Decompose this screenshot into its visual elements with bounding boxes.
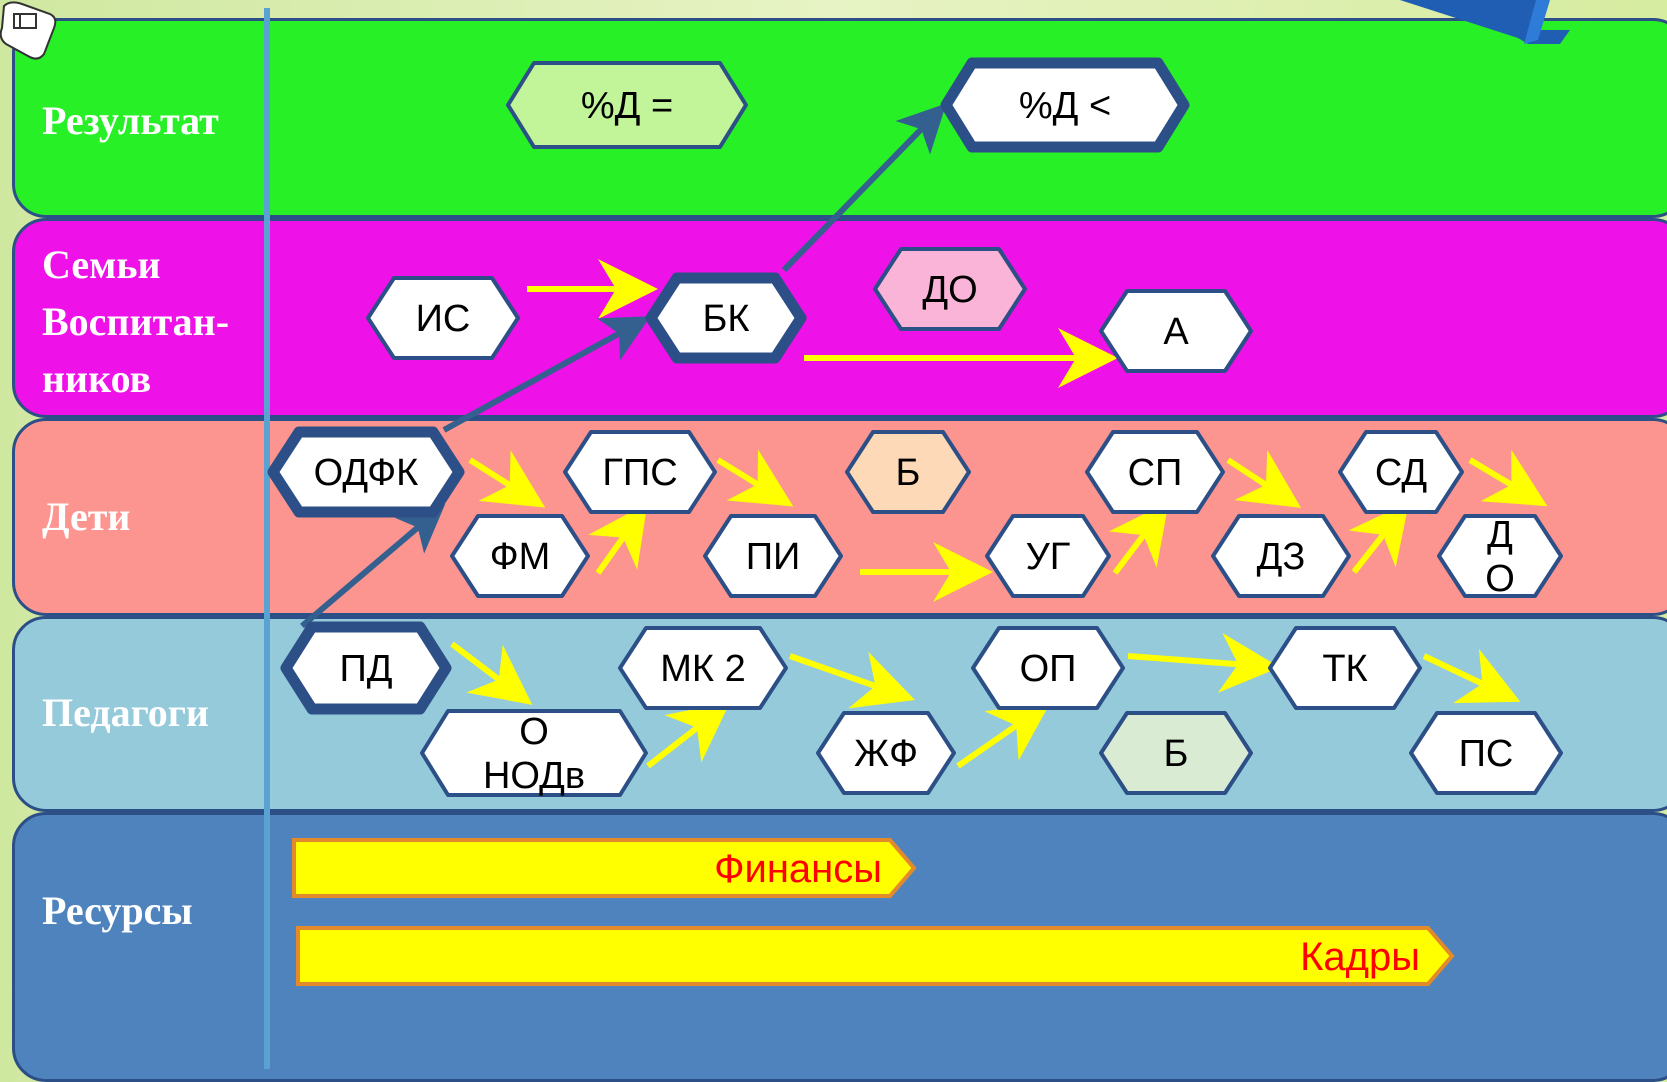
scroll-map-icon[interactable] [0, 0, 60, 62]
yellow-arrow [956, 701, 1051, 769]
band-families [12, 218, 1667, 418]
band-result [12, 18, 1667, 218]
node-b1: Б [845, 430, 971, 514]
blue-arrow-bk-result [781, 103, 947, 273]
yellow-arrow [646, 701, 731, 769]
yellow-arrow [1348, 501, 1410, 574]
node-label-odfk: ОДФК [314, 452, 419, 494]
node-label-sd: СД [1375, 452, 1428, 494]
yellow-arrow [1127, 632, 1280, 693]
node-label-mk2: МК 2 [660, 648, 745, 690]
node-label-dz: ДЗ [1257, 536, 1306, 578]
yellow-arrow [1226, 449, 1302, 508]
node-label-onodv: НОДв [483, 755, 585, 797]
yellow-arrow [588, 503, 648, 575]
band-label-result: Результат [42, 98, 219, 143]
node-label-do2: О [1485, 558, 1515, 600]
node-pd: ПД [280, 621, 452, 715]
yellow-arrow [450, 641, 533, 705]
band-label-teachers: Педагоги [42, 690, 209, 735]
node-label-b2: Б [1164, 733, 1189, 775]
band-label-resources: Ресурсы [42, 888, 193, 933]
node-b2: Б [1099, 711, 1253, 795]
node-label-sp: СП [1128, 452, 1183, 494]
node-label-pd_eq: %Д = [581, 85, 673, 127]
node-label-do2: Д [1487, 514, 1513, 556]
node-ug: УГ [985, 514, 1111, 598]
yellow-arrow [716, 449, 794, 507]
node-label-a: А [1163, 311, 1189, 353]
node-label-gps: ГПС [602, 452, 677, 494]
node-label-ps: ПС [1459, 733, 1514, 775]
node-label-tk: ТК [1322, 648, 1367, 690]
node-fm: ФМ [450, 514, 590, 598]
node-bk: БК [645, 272, 807, 364]
node-label-b1: Б [896, 452, 921, 494]
node-do2: ДО [1437, 514, 1563, 600]
yellow-arrow [1422, 648, 1521, 704]
node-label-is: ИС [416, 298, 471, 340]
node-pd_lt: %Д < [940, 57, 1190, 153]
bar-finance [292, 838, 917, 898]
node-label-pi: ПИ [746, 536, 801, 578]
node-tk: ТК [1268, 626, 1422, 710]
node-zhf: ЖФ [816, 711, 956, 795]
band-label-children: Дети [42, 494, 131, 539]
node-label-zhf: ЖФ [854, 733, 918, 775]
bar-staff [296, 926, 1455, 986]
node-is: ИС [366, 276, 520, 360]
node-label-onodv: О [519, 711, 549, 753]
node-dz: ДЗ [1211, 514, 1351, 598]
node-label-do1: ДО [922, 269, 977, 311]
yellow-arrow [1468, 449, 1548, 507]
node-label-bk: БК [702, 298, 749, 340]
blue-arrow-odfk-bk [442, 316, 651, 433]
yellow-arrow [789, 651, 915, 709]
node-label-pd: ПД [339, 648, 392, 690]
node-sd: СД [1338, 430, 1464, 514]
next-arrow-icon[interactable] [1400, 0, 1667, 48]
bar-label-finance: Финансы [714, 847, 882, 891]
node-mk2: МК 2 [618, 626, 788, 710]
node-sp: СП [1085, 430, 1225, 514]
node-label-pd_lt: %Д < [1019, 85, 1111, 127]
node-pd_eq: %Д = [506, 61, 748, 149]
node-label-op: ОП [1020, 648, 1077, 690]
blue-arrow-pd-odfk [300, 504, 446, 629]
node-gps: ГПС [563, 430, 717, 514]
node-odfk: ОДФК [267, 426, 465, 518]
node-label-fm: ФМ [490, 536, 551, 578]
yellow-arrow [468, 450, 546, 508]
node-label-ug: УГ [1026, 536, 1071, 578]
node-do1: ДО [873, 247, 1027, 331]
yellow-arrow [1108, 501, 1169, 575]
node-op: ОП [971, 626, 1125, 710]
node-pi: ПИ [703, 514, 843, 598]
band-label-families: Семьи Воспитан- ников [42, 242, 230, 401]
node-a: А [1099, 289, 1253, 373]
bar-label-staff: Кадры [1300, 935, 1420, 979]
node-ps: ПС [1409, 711, 1563, 795]
